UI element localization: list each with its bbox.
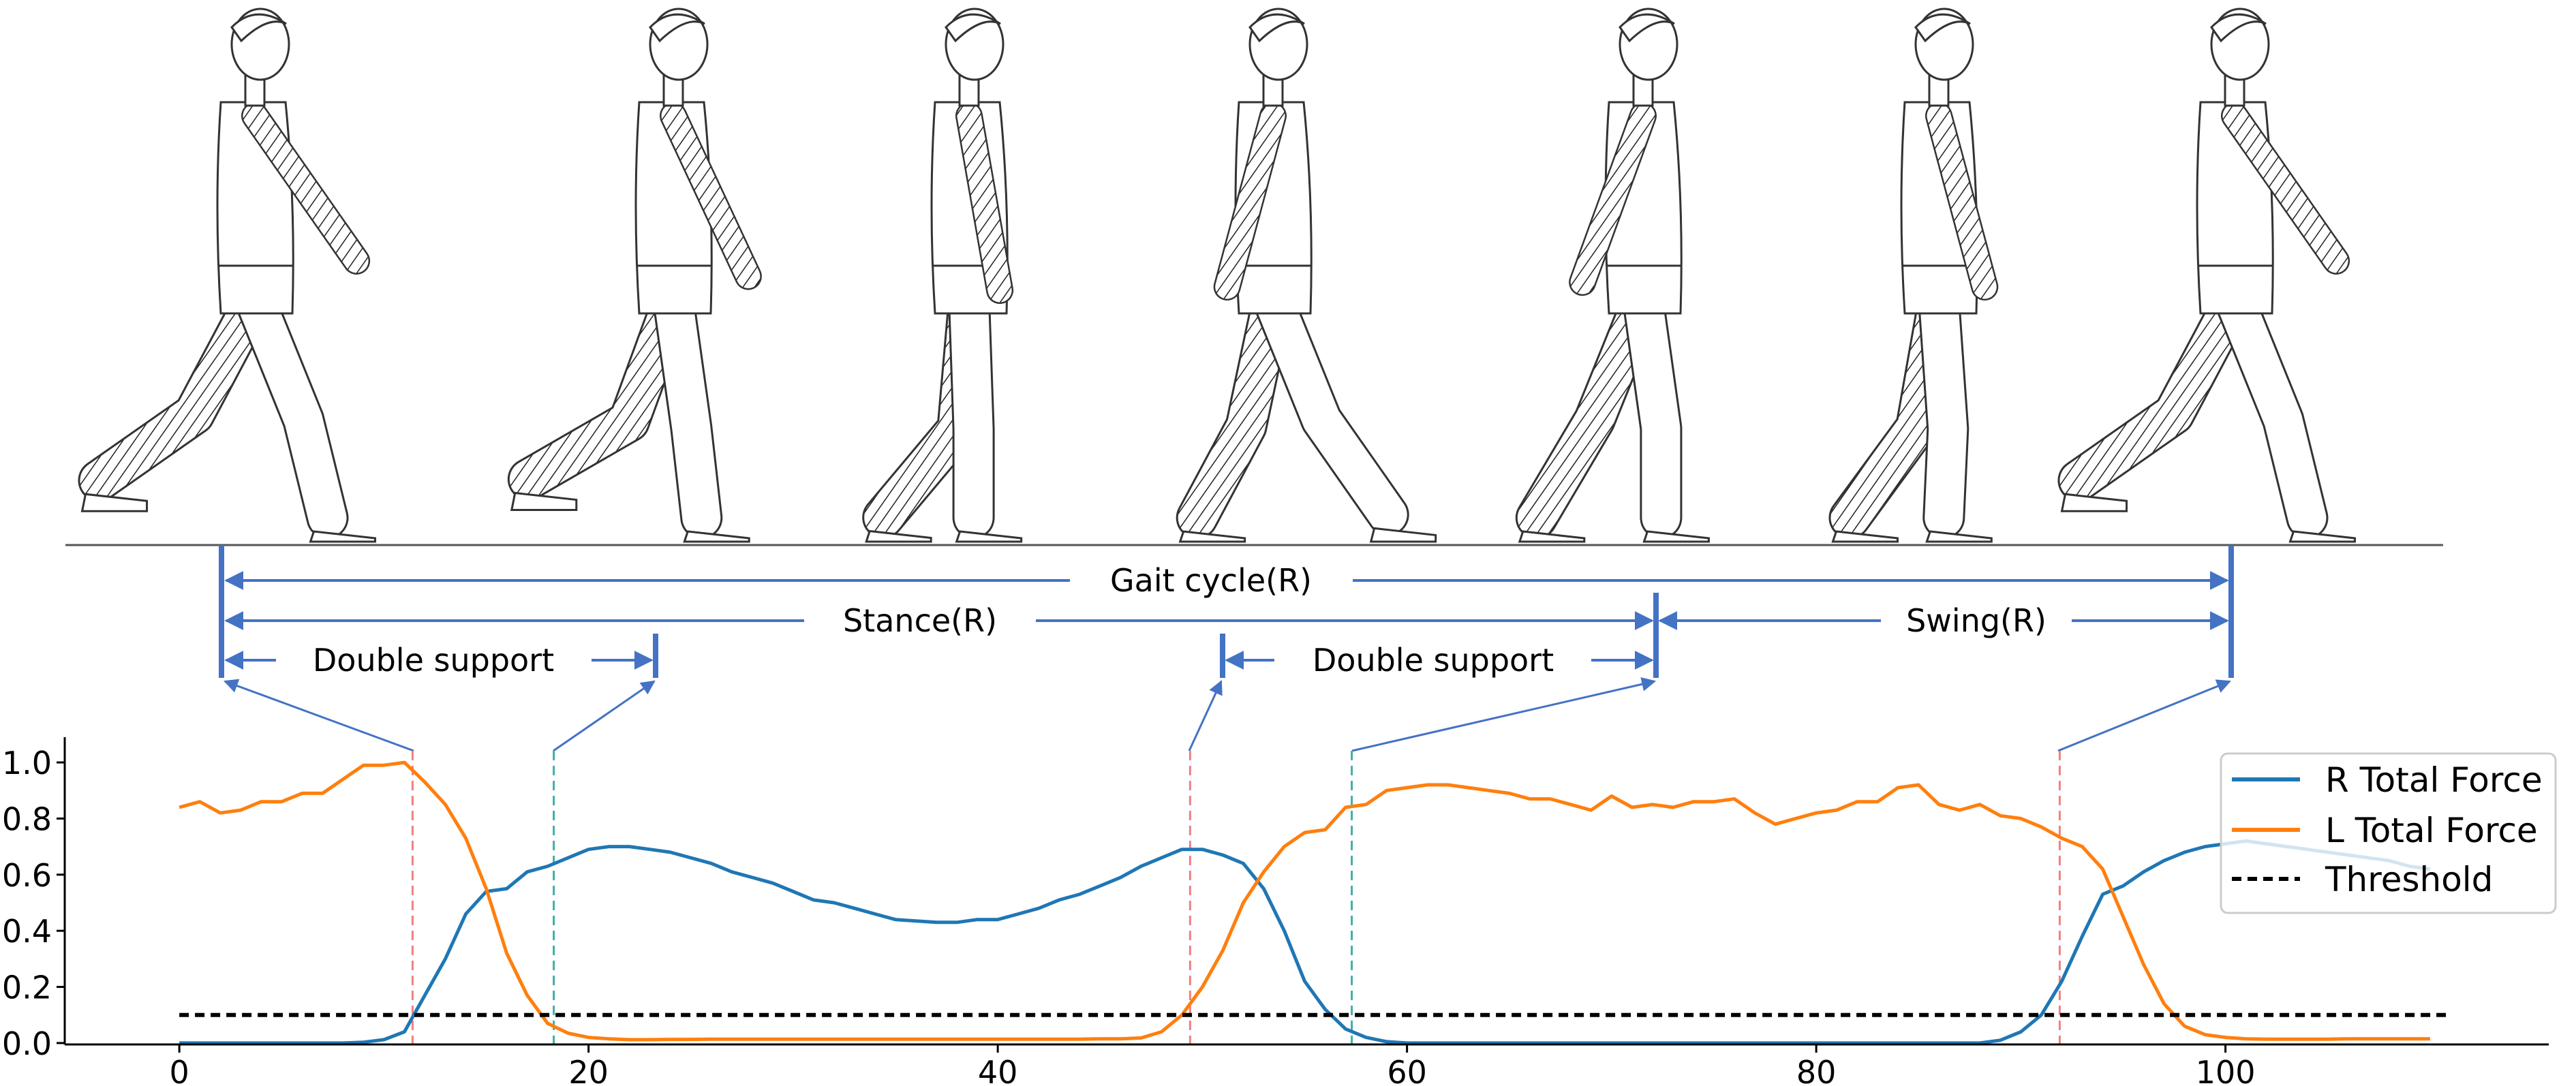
hair [649,13,705,43]
walking-person [78,7,377,543]
x-tick-label: 0 [169,1054,189,1086]
right-leg [80,281,274,500]
legend-box [2220,752,2557,914]
foot [865,529,932,543]
hair [230,13,287,43]
hair [1914,13,1971,43]
left-leg [1624,281,1681,537]
arm [1927,104,1997,299]
hair [945,13,1001,43]
foot [1642,530,1710,543]
connector-line [1188,680,1223,751]
arm [1570,104,1655,294]
arm [2222,104,2348,273]
foot [1369,527,1437,543]
double-support-1-label: Double support [313,642,554,679]
foot [1178,530,1246,543]
hair [2210,13,2267,43]
x-tick-label: 100 [2196,1054,2256,1086]
arm [661,104,761,289]
chart-legend: R Total Force L Total Force Threshold [2220,752,2557,914]
phase-annotations [219,545,2234,752]
y-tick-label: 0.6 [2,857,52,894]
right-leg [2059,281,2254,500]
series-line-l-total-force [179,760,2430,1042]
swing-label: Swing(R) [1906,602,2046,639]
double-support-2-label: Double support [1313,642,1554,679]
foot [1831,530,1899,543]
foot [80,493,149,512]
connector-line [224,679,414,752]
left-leg [1254,281,1407,534]
stance-label: Stance(R) [843,602,997,639]
y-tick-label: 1.0 [2,745,52,781]
y-tick-label: 0.4 [2,913,52,950]
arm [1215,104,1285,299]
legend-label-l: L Total Force [2325,811,2538,850]
left-leg [2215,281,2327,537]
foot [955,530,1023,543]
hair [1248,13,1305,43]
foot [510,491,578,512]
walking-person [1828,7,1999,543]
arm [957,104,1012,302]
walking-person [2057,7,2357,543]
series-line-r-total-force [179,839,2431,1045]
connector-line [553,680,656,752]
x-tick-label: 80 [1796,1054,1837,1086]
walking-person [862,7,1023,543]
legend-label-r: R Total Force [2325,760,2543,800]
left-leg [236,281,347,537]
arm [243,104,369,273]
foot [2288,530,2357,543]
right-leg [509,281,692,499]
hair [1619,13,1675,43]
force-chart: 0 20 40 60 80 100 0.0 0.2 0.4 0.6 0.8 1.0 R Total F… [2,737,2557,1086]
connector-line [2057,679,2231,752]
foot [309,530,377,543]
gait-cycle-label: Gait cycle(R) [1110,562,1312,599]
foot [1925,530,1993,543]
y-tick-label: 0.2 [2,969,52,1006]
foot [2060,493,2128,512]
left-leg [654,281,721,537]
walking-person [1515,7,1710,543]
y-tick-label: 0.8 [2,801,52,837]
right-leg [1517,281,1662,537]
left-leg [1920,281,1967,537]
walking-person [507,7,762,543]
foot [683,530,750,543]
legend-label-threshold: Threshold [2325,860,2493,899]
left-leg [950,281,993,537]
x-tick-label: 60 [1387,1054,1427,1086]
x-tick-label: 40 [978,1054,1018,1086]
walking-figures [78,7,2357,543]
right-leg [1178,281,1292,537]
connector-line [1351,677,1657,752]
walking-person [1176,7,1437,543]
x-tick-label: 20 [568,1054,609,1086]
y-tick-label: 0.0 [2,1025,52,1062]
foot [1518,530,1586,543]
